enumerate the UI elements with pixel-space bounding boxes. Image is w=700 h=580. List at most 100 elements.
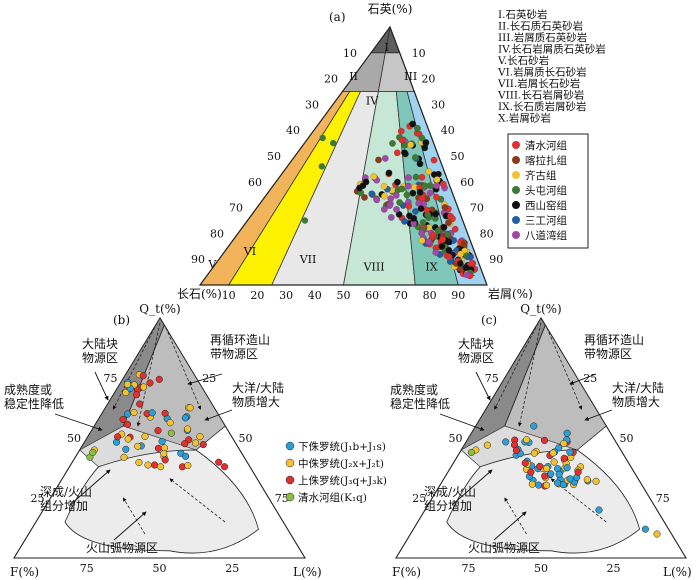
sample-point [220, 463, 229, 471]
sample-point [432, 210, 440, 218]
label-recycled-orogen-line: 带物源区 [584, 347, 632, 361]
sample-point [583, 475, 591, 484]
label-continental-block-line: 物源区 [458, 351, 494, 365]
panel-b-fields [13, 316, 306, 559]
sample-point [186, 404, 194, 412]
zone-legend-item: II.长石质石英砂岩 [498, 20, 583, 33]
right-tick-label: 40 [441, 124, 455, 137]
sample-point [401, 149, 408, 157]
zone-legend-item: VII.岩屑长石砂岩 [497, 77, 580, 90]
sample-point [563, 429, 571, 437]
panel-a-zones [198, 25, 488, 286]
left-tick-label: 30 [305, 98, 319, 111]
sample-point [418, 174, 426, 181]
zone-legend-item: I.石英砂岩 [498, 8, 548, 21]
bottom-tick-label: 20 [250, 289, 264, 302]
bottom-tick-label: 25 [607, 562, 621, 575]
trend-arrow-dashed [494, 322, 539, 410]
trend-arrow-dashed [504, 497, 527, 535]
sample-point [373, 196, 381, 204]
right-tick-label: 70 [470, 202, 484, 215]
sample-point [463, 271, 471, 279]
sample-point [445, 246, 453, 254]
right-tick-label: 25 [202, 372, 216, 385]
zone-legend-item: V.长石砂岩 [497, 54, 549, 67]
sample-point [414, 124, 421, 132]
sample-point [449, 215, 456, 223]
left-tick-label: 50 [449, 432, 463, 445]
sample-point [130, 408, 138, 417]
legend-label: 齐古组 [525, 169, 557, 182]
sample-point [416, 160, 424, 168]
sample-point [405, 202, 413, 210]
sample-point [417, 205, 425, 212]
left-tick-label: 75 [104, 372, 118, 385]
legend-swatch [512, 231, 520, 239]
panel-a-data-points [301, 120, 479, 280]
sample-point [122, 388, 130, 397]
panel-c-apex-qt: Q_t(%) [520, 302, 561, 316]
legend-label: 清水河组 [525, 139, 567, 152]
sample-point [433, 193, 440, 201]
legend-box [507, 133, 589, 249]
bottom-tick-label: 50 [153, 562, 167, 575]
zone-legend-item: X.岩屑砂岩 [498, 112, 551, 125]
sample-point [184, 461, 192, 470]
panel-b-apex-f: F(%) [10, 565, 39, 579]
sample-point [318, 163, 326, 170]
label-deep-line: 深成/火山 [424, 485, 476, 499]
sample-point [423, 206, 430, 214]
sample-point [560, 454, 568, 462]
sample-point [167, 429, 175, 437]
sample-point [381, 155, 389, 162]
sample-point [530, 422, 538, 430]
right-tick-label: 50 [620, 432, 634, 445]
legend-label: 三工河组 [525, 214, 567, 227]
sample-point [543, 481, 551, 489]
sample-point [409, 189, 417, 197]
sample-point [380, 206, 388, 213]
legend-swatch [285, 441, 295, 451]
trend-arrow-dashed [136, 322, 161, 427]
sample-point [559, 481, 567, 489]
sample-point [139, 372, 147, 380]
label-oceanic-line: 大洋/大陆 [232, 380, 284, 395]
sample-point [122, 445, 130, 453]
sample-point [133, 391, 141, 399]
sample-point [119, 415, 127, 424]
sample-point [430, 156, 438, 164]
sample-point [462, 264, 470, 271]
label-leader-arrow [94, 371, 109, 401]
trend-arrow-dashed [517, 322, 542, 427]
sample-point [393, 149, 401, 157]
sample-point [456, 260, 464, 267]
sample-point [89, 448, 97, 456]
zone-label-I: I [385, 41, 389, 54]
sample-point [148, 409, 156, 417]
legend-swatch [512, 171, 520, 179]
sample-point [141, 432, 149, 440]
sample-point [134, 442, 142, 450]
legend-swatch [512, 201, 520, 209]
sample-point [151, 461, 159, 469]
label-recycled-orogen-line: 再循环造山 [584, 333, 644, 347]
legend-swatch [512, 156, 520, 164]
legend-label: 中侏罗统(J₂x+J₂t) [298, 457, 384, 470]
sample-point [527, 468, 535, 476]
panel-b-data-points [86, 371, 229, 471]
bottom-tick-label: 75 [80, 562, 94, 575]
zone-label-II: II [349, 70, 358, 83]
sample-point [389, 140, 396, 147]
label-leader-arrow [584, 409, 613, 421]
sample-point [566, 475, 574, 483]
sample-point [439, 180, 447, 188]
sample-point [425, 238, 433, 246]
sample-point [146, 379, 154, 387]
sample-point [445, 219, 452, 226]
